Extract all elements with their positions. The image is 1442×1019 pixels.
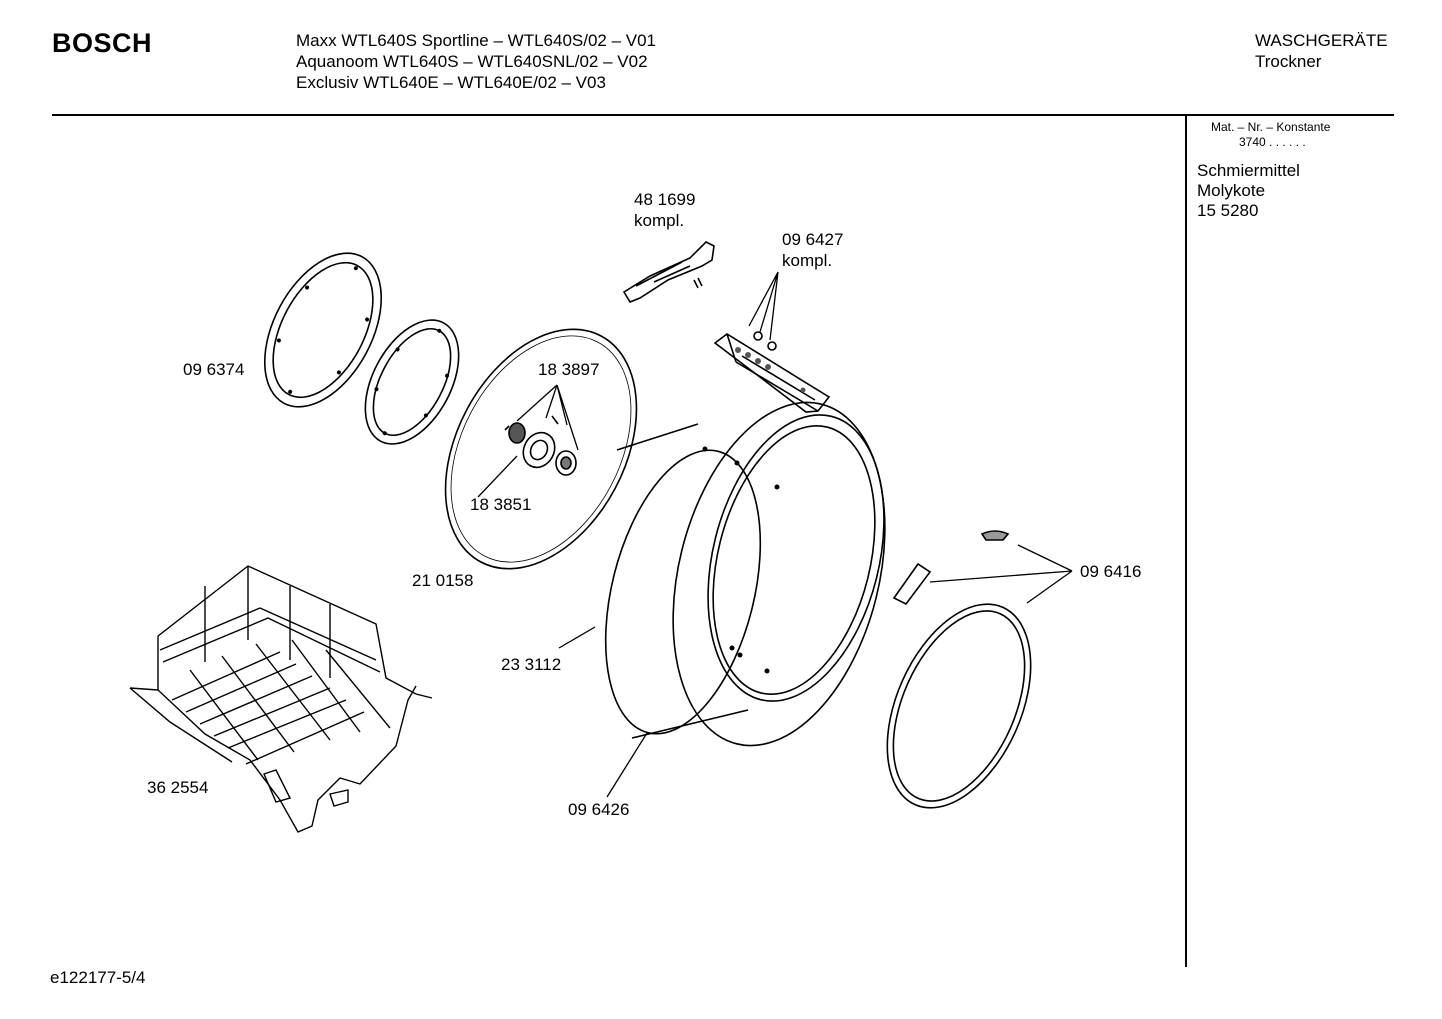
seal-ring-part (263, 252, 383, 408)
leader-096426 (606, 732, 648, 798)
model-line-3: Exclusiv WTL640E – WTL640E/02 – V03 (296, 73, 606, 92)
label-096426: 09 6426 (568, 800, 629, 819)
leader-233112 (558, 626, 596, 649)
label-233112: 23 3112 (501, 655, 561, 674)
material-number-value: 3740 . . . . . . (1239, 135, 1306, 149)
category-title: WASCHGERÄTE (1255, 31, 1388, 50)
sidebar-divider (1185, 114, 1187, 967)
lubricant-title: Schmiermittel (1197, 161, 1300, 180)
leader-lines (477, 271, 1073, 798)
label-096416: 09 6416 (1080, 562, 1141, 581)
front-ring-part (886, 603, 1032, 809)
material-number-label: Mat. – Nr. – Konstante (1211, 120, 1331, 134)
category-subtitle: Trockner (1255, 52, 1322, 71)
category-block: WASCHGERÄTE Trockner (1255, 30, 1388, 72)
material-number-block: Mat. – Nr. – Konstante 3740 . . . . . . (1211, 120, 1330, 150)
label-210158: 21 0158 (412, 571, 473, 590)
label-096427: 09 6427 (782, 230, 843, 249)
brand-logo: BOSCH (52, 28, 153, 58)
model-list: Maxx WTL640S Sportline – WTL640S/02 – V0… (296, 30, 656, 93)
lubricant-block: Schmiermittel Molykote 15 5280 (1197, 161, 1300, 221)
label-183897: 18 3897 (538, 360, 599, 379)
label-096374: 09 6374 (183, 360, 244, 379)
model-line-2: Aquanoom WTL640S – WTL640SNL/02 – V02 (296, 52, 648, 71)
leader-096427 (748, 271, 779, 341)
leader-183851 (477, 455, 518, 498)
ring-clip-part (892, 562, 932, 606)
label-096427-suffix: kompl. (782, 251, 832, 270)
lubricant-part-number: 15 5280 (1197, 201, 1259, 220)
lifter-part (713, 331, 831, 413)
drum-rear-wall-part (444, 328, 638, 570)
label-481699: 48 1699 (634, 190, 695, 209)
ring-clip-small-part (980, 530, 1010, 541)
label-362554: 36 2554 (147, 778, 208, 797)
drum-shell-part (604, 401, 886, 747)
header-divider (52, 114, 1394, 116)
bracket-part (622, 241, 715, 303)
label-183851: 18 3851 (470, 495, 531, 514)
wire-basket-part (129, 565, 433, 833)
model-line-1: Maxx WTL640S Sportline – WTL640S/02 – V0… (296, 31, 657, 50)
lubricant-name: Molykote (1197, 181, 1266, 200)
felt-ring-part (364, 319, 460, 445)
document-id: e122177-5/4 (50, 968, 146, 987)
leader-096416 (929, 544, 1073, 604)
label-481699-suffix: kompl. (634, 211, 684, 230)
leader-183897 (516, 384, 579, 451)
